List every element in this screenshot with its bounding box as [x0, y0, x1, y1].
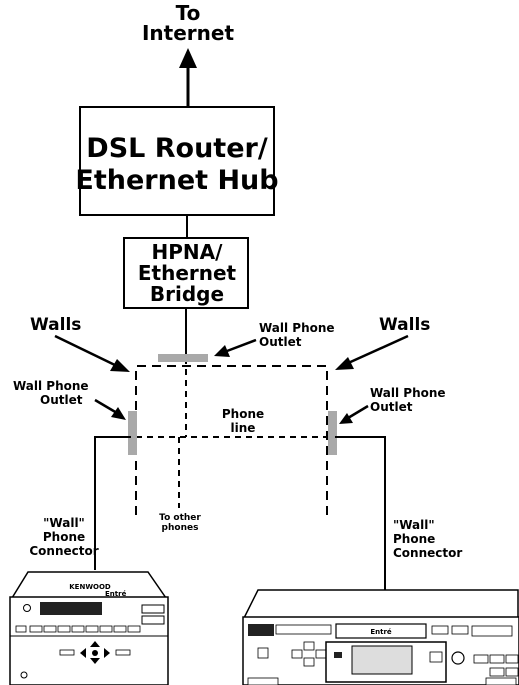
kenwood-display	[40, 602, 102, 615]
top-wall-outlet	[158, 354, 208, 362]
router-label-line2: Ethernet Hub	[75, 165, 278, 196]
vcr-lcd-screen	[351, 645, 413, 675]
kenwood-device: KENWOOD Entré	[9, 571, 169, 685]
connector-left-label-line1: "Wall"	[43, 516, 85, 530]
vcr-dpad-icon	[291, 641, 327, 667]
walls-right-arrow-line	[345, 334, 409, 366]
outlet-top-arrowhead-icon	[214, 345, 230, 357]
phone-line-label-line2: line	[231, 421, 256, 435]
other-phones-label-line2: phones	[162, 523, 199, 533]
kenwood-model-label: Entré	[105, 590, 127, 598]
right-wall-outlet	[328, 411, 337, 455]
outlet-right-label-line2: Outlet	[370, 400, 413, 414]
kenwood-power-icon	[23, 604, 31, 612]
connector-right-label-line3: Connector	[393, 546, 462, 560]
connector-right-label-line1: "Wall"	[393, 518, 435, 532]
connector-right-label-line2: Phone	[393, 532, 435, 546]
to-internet-label-line2: Internet	[142, 21, 234, 45]
kenwood-side-panel-2	[141, 615, 165, 625]
vcr-tape-slot	[335, 623, 427, 639]
left-connector-cord	[94, 436, 131, 570]
kenwood-brand-label: KENWOOD	[69, 583, 111, 591]
vcr-logo-plate	[248, 624, 274, 636]
outlet-top-label-line1: Wall Phone	[259, 321, 335, 335]
connector-left-label-line2: Phone	[43, 530, 85, 544]
kenwood-side-panel	[141, 604, 165, 614]
kenwood-button-row	[15, 625, 141, 633]
outlet-top-label-line2: Outlet	[259, 335, 302, 349]
vcr-knob-icon	[451, 651, 465, 665]
dsl-router-box	[79, 106, 275, 216]
other-phones-label-line1: To other	[159, 513, 201, 523]
router-label-line1: DSL Router/	[86, 133, 268, 164]
outlet-right-arrowhead-icon	[339, 413, 353, 424]
outlet-left-label-line1: Wall Phone	[13, 379, 89, 393]
to-internet-label-line1: To	[176, 1, 201, 25]
room-walls-outline	[135, 365, 328, 515]
right-connector-cord	[335, 436, 386, 590]
walls-left-arrow-line	[54, 334, 120, 369]
outlet-right-arrow-line	[347, 404, 369, 420]
vcr-transport-buttons	[473, 654, 519, 677]
outlet-left-arrowhead-icon	[111, 407, 126, 420]
vcr-display-label: Entré	[370, 628, 392, 636]
outlet-left-label-line2: Outlet	[40, 393, 83, 407]
entre-vcr-device: Entré	[242, 589, 519, 685]
kenwood-knob-icon	[20, 671, 28, 679]
outlet-right-label-line1: Wall Phone	[370, 386, 446, 400]
kenwood-dpad-icon	[80, 641, 110, 664]
bridge-label-line3: Bridge	[150, 282, 224, 306]
outlet-left-arrow-line	[94, 398, 118, 415]
bridge-label-line1: HPNA/	[152, 240, 224, 264]
left-wall-outlet	[128, 411, 137, 455]
bridge-label-line2: Ethernet	[138, 261, 237, 285]
internet-arrowhead-icon	[179, 48, 197, 68]
walls-right-arrowhead-icon	[335, 357, 354, 370]
walls-right-label: Walls	[379, 315, 430, 335]
walls-left-arrowhead-icon	[110, 359, 130, 372]
phone-line-dashed	[136, 358, 327, 508]
outlet-top-arrow-line	[226, 338, 257, 353]
phone-line-label-line1: Phone	[222, 407, 264, 421]
connector-left-label-line3: Connector	[29, 544, 98, 558]
walls-left-label: Walls	[30, 315, 81, 335]
